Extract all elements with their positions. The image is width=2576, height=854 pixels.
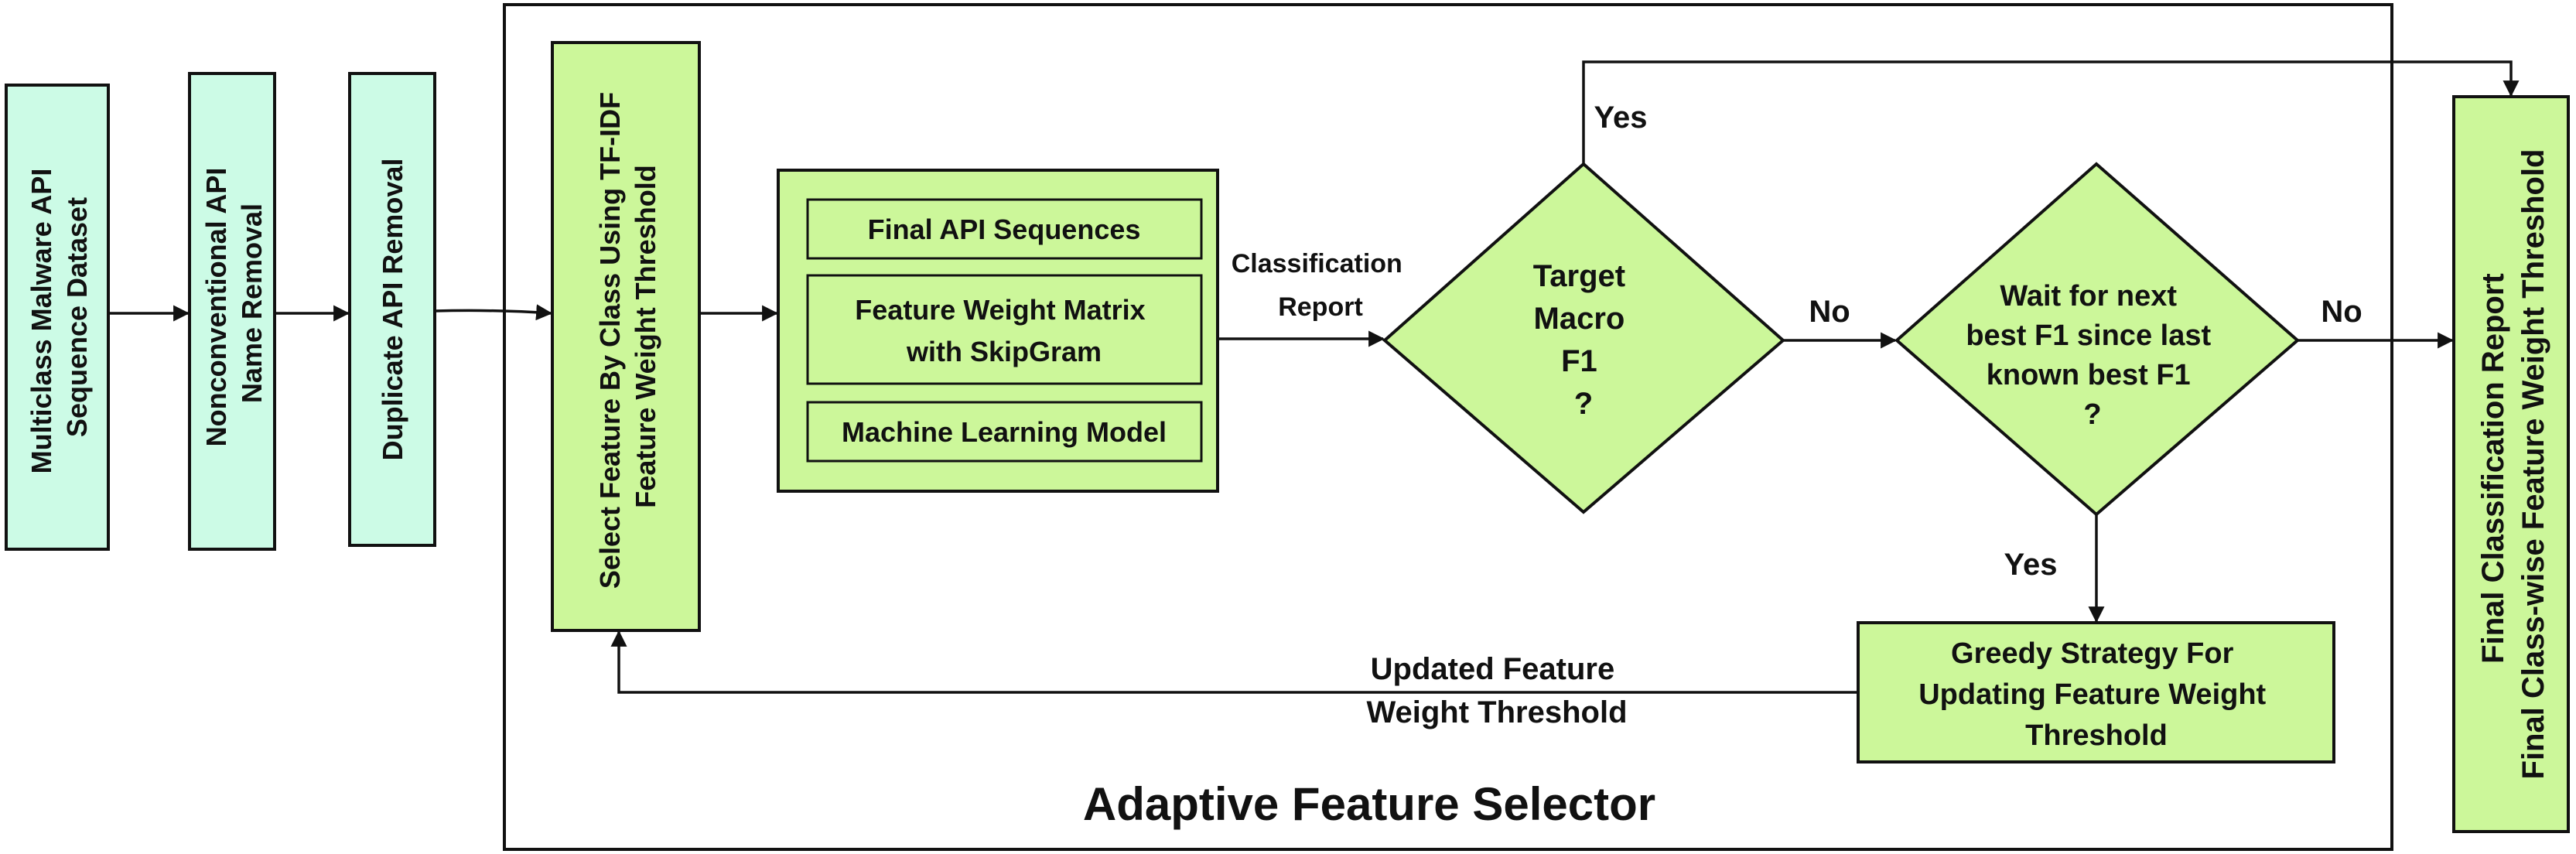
yes-bottom-label: Yes bbox=[2004, 548, 2058, 582]
final-api-sequences-label: Final API Sequences bbox=[868, 214, 1141, 245]
wait-best-f1-label: Wait for next best F1 since last known b… bbox=[1966, 280, 2219, 431]
feature-weight-matrix-box bbox=[806, 274, 1203, 385]
duplicate-label: Duplicate API Removal bbox=[377, 159, 408, 461]
no-label-2: No bbox=[2321, 295, 2362, 329]
ml-model-label: Machine Learning Model bbox=[842, 416, 1167, 448]
select-feature-node bbox=[551, 41, 701, 632]
dataset-label: Multiclass Malware API Sequence Dataset bbox=[26, 161, 93, 474]
ml-model-box bbox=[806, 401, 1203, 463]
greedy-strategy-label: Greedy Strategy For Updating Feature Wei… bbox=[1918, 637, 2274, 752]
arrow-duplicate-to-select bbox=[434, 304, 553, 321]
nonconventional-node bbox=[188, 72, 276, 551]
nonconventional-label: Nonconventional API Name Removal bbox=[200, 160, 268, 447]
arrow-greedy-to-select bbox=[610, 630, 1858, 694]
final-output-node bbox=[2452, 95, 2570, 833]
frame-title: Adaptive Feature Selector bbox=[1083, 778, 1655, 830]
duplicate-node bbox=[348, 72, 436, 547]
target-f1-decision bbox=[1382, 162, 1786, 514]
classification-report-label: Classification Report bbox=[1232, 249, 1410, 322]
feature-weight-matrix-label: Feature Weight Matrix with SkipGram bbox=[855, 294, 1153, 367]
final-api-sequences-box bbox=[806, 198, 1203, 260]
no-label-1: No bbox=[1809, 295, 1850, 329]
final-output-label: Final Classification Report Final Class-… bbox=[2476, 149, 2550, 780]
updated-threshold-label: Updated Feature Weight Threshold bbox=[1366, 652, 1627, 729]
yes-top-label: Yes bbox=[1594, 101, 1648, 135]
select-feature-label: Select Feature By Class Using TF-IDF Fea… bbox=[594, 84, 661, 589]
arrow-target-yes-to-final bbox=[1582, 60, 2520, 164]
adaptive-selector-frame bbox=[503, 3, 2393, 851]
model-block bbox=[777, 169, 1219, 493]
target-f1-label: Target Macro F1 ? bbox=[1533, 259, 1634, 421]
dataset-node bbox=[5, 84, 110, 551]
